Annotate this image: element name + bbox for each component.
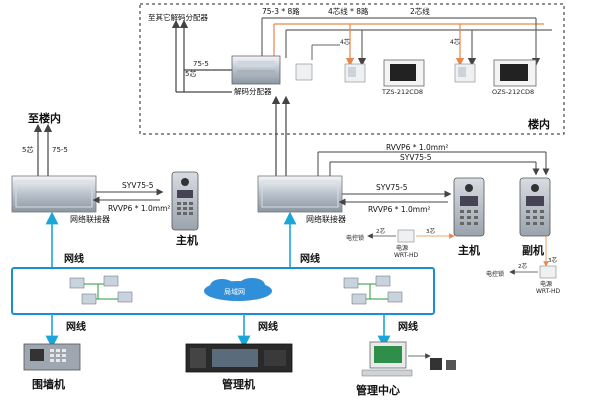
lan-cloud (204, 278, 272, 301)
cable-75-3x8-label: 75-3 * 8路 (262, 6, 300, 16)
host-left-device (171, 171, 199, 231)
lan-cluster-right (343, 275, 403, 305)
network-connector-left-label: 网络联接器 (70, 214, 110, 224)
lan-cluster-left (69, 275, 133, 305)
management-unit-device (185, 343, 293, 373)
syv-mid-label: SYV75-5 (376, 183, 408, 192)
indoor-phone-2 (454, 63, 476, 83)
indoor-monitor-2 (493, 59, 537, 87)
top-wiring (171, 17, 552, 93)
network-connector-mid-label: 网络联接器 (306, 214, 346, 224)
five-core-left-label: 5芯 (22, 145, 33, 154)
net-line-label-2: 网线 (300, 252, 320, 265)
rvvp-mid-label: RVVP6 * 1.0mm² (368, 205, 430, 214)
power-2-label: 电源 (540, 280, 552, 288)
net-line-label-3: 网线 (66, 320, 86, 333)
management-center-label: 管理中心 (356, 383, 400, 397)
unit-indoor-1-label: TZS-212CD8 (381, 88, 423, 96)
management-unit-label: 管理机 (222, 377, 255, 391)
three-core-1: 3芯 (426, 227, 435, 235)
decoder-label: 解码分配器 (234, 86, 272, 96)
four-core-label-b: 4芯 (450, 38, 460, 46)
rvvp-top-label: RVVP6 * 1.0mm² (386, 143, 448, 152)
electric-lock-1-label: 电控锁 (346, 234, 364, 242)
indoor-monitor-1 (383, 59, 425, 87)
unit-indoor-2-label: OZS-212CD8 (492, 88, 534, 96)
two-core-lock-2: 2芯 (518, 262, 527, 270)
network-frame (11, 267, 435, 315)
four-core-label-a: 4芯 (340, 38, 350, 46)
cable-75-5-left-label: 75-5 (52, 146, 68, 154)
network-connector-left (11, 175, 97, 213)
host-right-device (453, 177, 485, 237)
wall-unit-label: 围墙机 (32, 377, 65, 391)
net-line-label-5: 网线 (398, 320, 418, 333)
power-model-2-label: WRT-HD (536, 288, 560, 295)
host-left-label: 主机 (176, 233, 198, 247)
network-connector-mid (257, 175, 343, 213)
indoor-phone-1 (344, 63, 366, 83)
building-inside-label: 楼内 (528, 117, 550, 131)
syv-top-label: SYV75-5 (400, 153, 432, 162)
power-supply-1 (397, 229, 415, 243)
five-core-top-label: 5芯 (185, 69, 196, 78)
management-center-device (361, 341, 456, 377)
to-other-decoder-label: 至其它解码分配器 (148, 12, 208, 22)
sub-host-device (519, 177, 551, 237)
power-model-1-label: WRT-HD (394, 252, 418, 259)
power-1-label: 电源 (396, 244, 408, 252)
net-line-label-4: 网线 (258, 320, 278, 333)
two-core-lock-1: 2芯 (376, 227, 385, 235)
three-core-2: 3芯 (548, 256, 557, 264)
host-right-label: 主机 (458, 243, 480, 257)
four-core-8-label: 4芯线 * 8路 (328, 6, 369, 16)
building-frame (139, 3, 565, 135)
to-building-label: 至楼内 (28, 111, 61, 125)
net-line-label-1: 网线 (64, 252, 84, 265)
cable-75-5-top-label: 75-5 (193, 60, 209, 68)
indoor-unit-small-1 (295, 63, 313, 81)
syv-left-label: SYV75-5 (122, 181, 154, 190)
lan-label: 局域网 (224, 287, 245, 296)
wall-unit-device (23, 343, 81, 371)
sub-host-label: 副机 (522, 243, 544, 257)
electric-lock-2-label: 电控锁 (486, 270, 504, 278)
decoder-distributor (231, 55, 281, 85)
power-supply-2 (539, 265, 557, 279)
rvvp-left-label: RVVP6 * 1.0mm² (108, 204, 170, 213)
two-core-label: 2芯线 (410, 6, 430, 16)
